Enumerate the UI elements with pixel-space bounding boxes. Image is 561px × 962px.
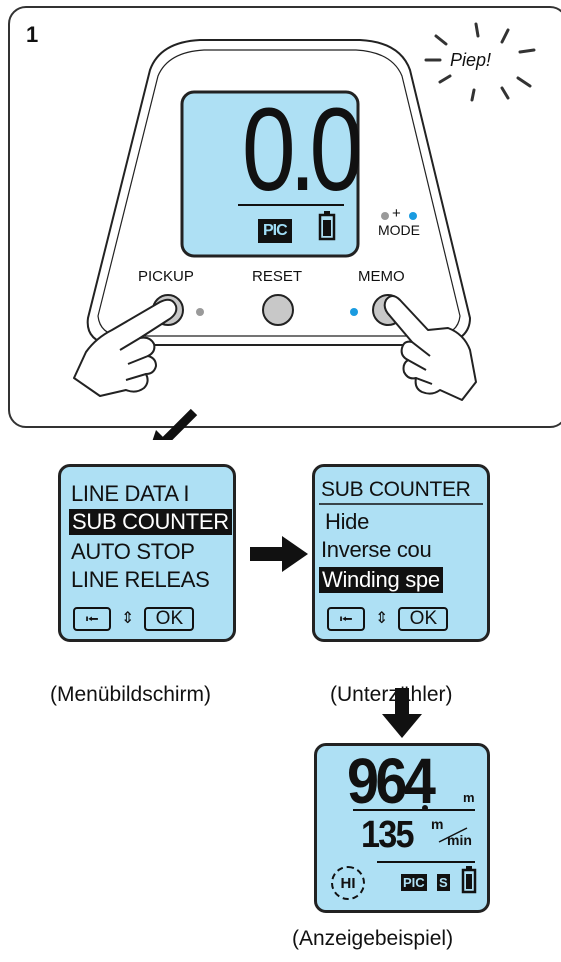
back-arrow-icon: ⭰ bbox=[73, 607, 111, 631]
up-down-icon: ⇕ bbox=[121, 610, 135, 627]
example-speed: 135 bbox=[361, 814, 414, 856]
example-speed-unit-bottom: min bbox=[447, 832, 472, 848]
example-screen: 964 m 135 m min HI PIC S bbox=[314, 743, 490, 913]
subcounter-row: Hide bbox=[325, 509, 370, 534]
beep-text: Piep! bbox=[450, 50, 492, 70]
menu-screen: LINE DATA I SUB COUNTER AUTO STOP LINE R… bbox=[58, 464, 236, 642]
menu-row: AUTO STOP bbox=[71, 539, 195, 564]
arrow-diagonal-icon bbox=[152, 408, 198, 440]
subcounter-divider bbox=[319, 503, 483, 505]
ok-button: OK bbox=[144, 607, 195, 631]
mode-blue-dot bbox=[409, 212, 417, 220]
battery-icon bbox=[318, 211, 336, 241]
device-lcd bbox=[180, 90, 360, 258]
ok-button: OK bbox=[398, 607, 449, 631]
memo-button-label: MEMO bbox=[358, 268, 405, 285]
memo-blue-indicator bbox=[350, 308, 358, 316]
pickup-gray-indicator bbox=[196, 308, 204, 316]
example-distance-unit: m bbox=[463, 790, 475, 805]
example-caption: (Anzeigebeispiel) bbox=[292, 927, 454, 950]
subcounter-footer: ⭰ ⇕ OK bbox=[327, 607, 449, 631]
mode-plus: + bbox=[392, 205, 401, 222]
arrow-down-icon bbox=[382, 688, 422, 738]
arrow-right-icon bbox=[250, 536, 308, 572]
up-down-icon: ⇕ bbox=[375, 610, 389, 627]
menu-caption: (Menübildschirm) bbox=[50, 683, 212, 706]
subcounter-row: Inverse cou bbox=[321, 537, 432, 562]
back-arrow-icon: ⭰ bbox=[327, 607, 365, 631]
pickup-button-label: PICKUP bbox=[138, 268, 194, 285]
lcd-pic-badge: PIC bbox=[258, 219, 292, 243]
menu-footer: ⭰ ⇕ OK bbox=[73, 607, 195, 631]
subcounter-title: SUB COUNTER bbox=[321, 478, 471, 501]
reset-button-shape bbox=[262, 294, 294, 326]
menu-row-highlighted: SUB COUNTER bbox=[69, 509, 232, 535]
example-speed-unit-top: m bbox=[431, 816, 444, 832]
menu-row: LINE DATA I bbox=[71, 481, 190, 506]
hand-pointer-icon bbox=[383, 295, 477, 401]
subcounter-screen: SUB COUNTER Hide Inverse cou Winding spe… bbox=[312, 464, 490, 642]
example-s-badge: S bbox=[437, 874, 450, 891]
mode-label: MODE bbox=[378, 222, 420, 238]
hand-pointer-icon bbox=[73, 298, 178, 397]
subcounter-caption: (Unterzähler) bbox=[330, 683, 453, 706]
lcd-main-value: 0.0 bbox=[241, 84, 363, 216]
example-hi-badge: HI bbox=[331, 866, 365, 900]
battery-icon bbox=[461, 866, 477, 894]
subcounter-row-highlighted: Winding spe bbox=[319, 567, 443, 593]
menu-row: LINE RELEAS bbox=[71, 567, 210, 592]
beep-rays-icon bbox=[424, 22, 536, 102]
example-pic-badge: PIC bbox=[401, 874, 427, 891]
reset-button-label: RESET bbox=[252, 268, 303, 285]
step-number: 1 bbox=[26, 22, 39, 47]
example-lines bbox=[353, 805, 477, 894]
device-illustration bbox=[73, 22, 536, 440]
mode-gray-dot bbox=[381, 212, 389, 220]
example-distance: 964 bbox=[347, 745, 436, 817]
